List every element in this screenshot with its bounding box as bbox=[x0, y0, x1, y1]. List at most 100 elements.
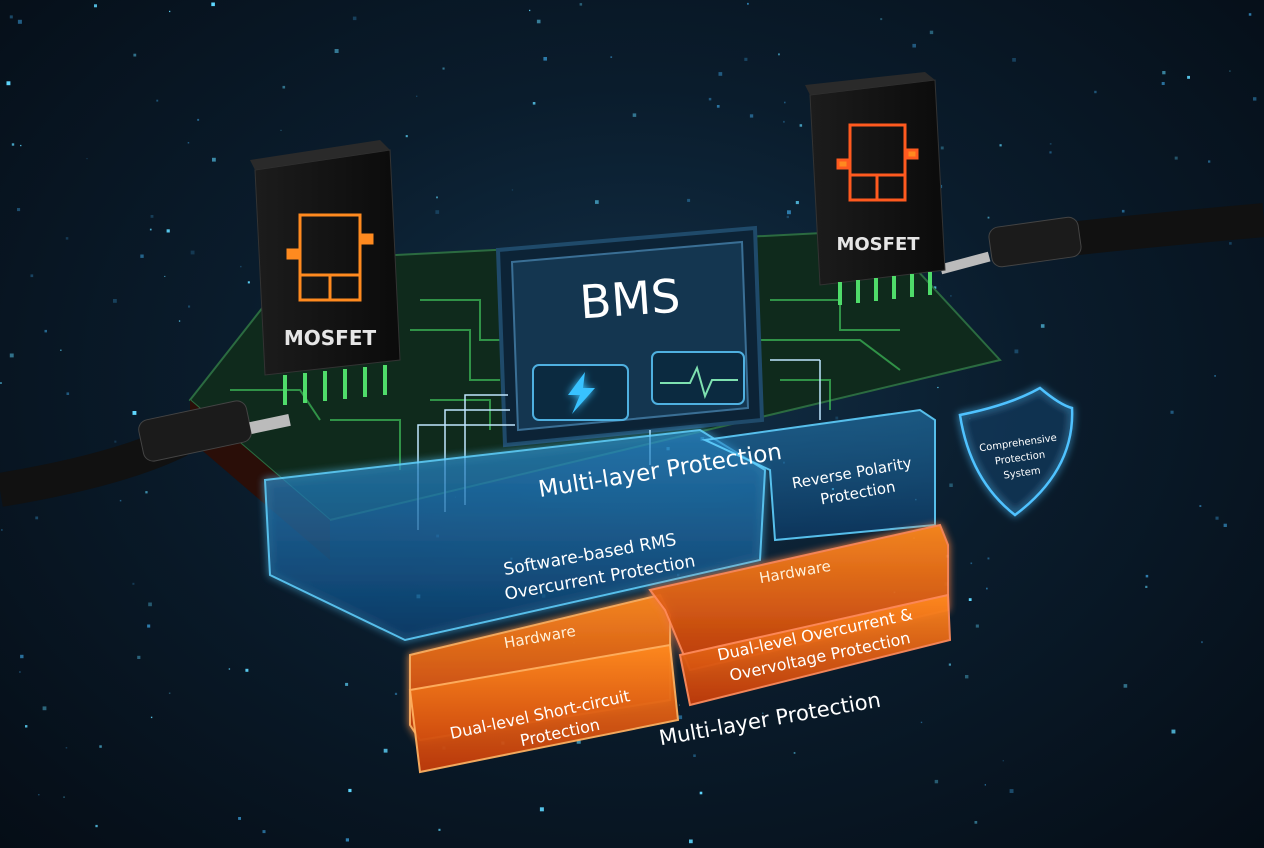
particle bbox=[6, 81, 11, 86]
particle bbox=[66, 392, 70, 395]
comprehensive-protection-shield: Comprehensive Protection System bbox=[958, 386, 1074, 517]
particle bbox=[1040, 324, 1045, 328]
particle bbox=[1223, 523, 1227, 527]
particle bbox=[1171, 729, 1176, 734]
particle bbox=[114, 440, 117, 443]
particle bbox=[140, 254, 144, 258]
particle bbox=[132, 411, 137, 415]
particle bbox=[1229, 70, 1231, 72]
particle bbox=[44, 329, 47, 333]
particle bbox=[699, 791, 703, 795]
particle bbox=[212, 157, 216, 162]
particle bbox=[539, 807, 544, 812]
particle bbox=[579, 3, 583, 6]
particle bbox=[880, 18, 883, 21]
particle bbox=[149, 228, 152, 231]
particle bbox=[228, 668, 231, 670]
particle bbox=[784, 101, 786, 104]
particle bbox=[137, 655, 141, 659]
particle bbox=[1187, 75, 1190, 79]
particle bbox=[188, 305, 191, 308]
particle bbox=[150, 215, 154, 218]
particle bbox=[132, 582, 135, 585]
particle bbox=[1049, 151, 1052, 154]
particle bbox=[1229, 242, 1232, 245]
particle bbox=[9, 353, 14, 358]
particle bbox=[986, 587, 988, 590]
particle bbox=[933, 286, 937, 289]
particle bbox=[1012, 58, 1016, 62]
particle bbox=[999, 144, 1002, 147]
particle bbox=[799, 124, 803, 127]
particle bbox=[178, 320, 181, 322]
bms-module: BMS bbox=[495, 225, 765, 448]
shield-line3: System bbox=[1003, 465, 1041, 481]
particle bbox=[187, 142, 190, 144]
particle bbox=[119, 499, 122, 502]
particle bbox=[334, 49, 339, 53]
particle bbox=[1002, 760, 1004, 762]
particle bbox=[1049, 143, 1052, 145]
particle bbox=[1145, 585, 1148, 588]
particle bbox=[929, 30, 934, 35]
particle bbox=[786, 215, 789, 219]
particle bbox=[718, 72, 723, 76]
particle bbox=[348, 788, 352, 793]
particle bbox=[949, 483, 953, 487]
particle bbox=[912, 43, 916, 48]
particle bbox=[716, 105, 720, 108]
particle bbox=[9, 15, 13, 19]
particle bbox=[708, 97, 712, 101]
particle bbox=[1145, 574, 1149, 578]
particle bbox=[156, 99, 159, 102]
particle bbox=[678, 704, 680, 706]
particle bbox=[950, 295, 952, 297]
particle bbox=[595, 200, 599, 204]
particle bbox=[687, 198, 691, 202]
particle bbox=[968, 598, 972, 601]
particle bbox=[65, 747, 68, 749]
particle bbox=[787, 210, 791, 215]
right-cable bbox=[939, 203, 1264, 275]
particle bbox=[762, 712, 764, 714]
software-protection-layer: Multi-layer Protection Software-based RM… bbox=[263, 408, 936, 642]
particle bbox=[238, 817, 241, 820]
particle bbox=[1199, 505, 1202, 507]
particle bbox=[282, 85, 286, 89]
particle bbox=[86, 158, 88, 160]
particle bbox=[0, 382, 2, 384]
particle bbox=[60, 349, 62, 351]
particle bbox=[532, 102, 536, 105]
particle bbox=[17, 19, 22, 24]
particle bbox=[749, 114, 754, 118]
particle bbox=[678, 715, 683, 720]
particle bbox=[262, 830, 266, 834]
particle bbox=[529, 9, 531, 12]
particle bbox=[164, 275, 166, 277]
particle bbox=[835, 416, 839, 420]
particle bbox=[1, 529, 3, 531]
particle bbox=[1170, 410, 1174, 414]
particle bbox=[65, 237, 69, 240]
particle bbox=[345, 682, 349, 686]
particle bbox=[1094, 90, 1097, 94]
particle bbox=[247, 281, 250, 284]
particle bbox=[394, 692, 398, 695]
particle bbox=[166, 229, 170, 233]
shield-icon bbox=[958, 386, 1074, 517]
particle bbox=[150, 716, 153, 719]
particle bbox=[442, 67, 445, 70]
mosfet-symbol-icon bbox=[286, 213, 374, 302]
particle bbox=[345, 838, 349, 842]
mosfet-right: MOSFET bbox=[805, 72, 946, 305]
particle bbox=[416, 95, 418, 97]
particle bbox=[20, 654, 24, 659]
particle bbox=[984, 784, 986, 786]
particle bbox=[576, 739, 581, 744]
particle bbox=[937, 386, 939, 389]
left-cable bbox=[0, 400, 291, 507]
particle bbox=[536, 19, 541, 24]
particle bbox=[1174, 156, 1178, 160]
particle bbox=[17, 208, 21, 212]
